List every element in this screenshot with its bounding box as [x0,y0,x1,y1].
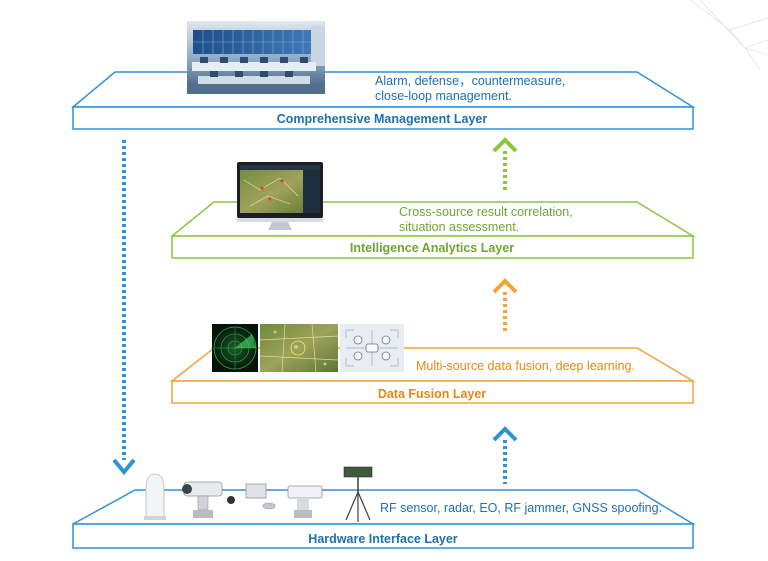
fusion-layer: Multi-source data fusion, deep learning.… [169,323,696,404]
eo-camera [182,481,223,518]
management-desc-line2: close-loop management. [375,89,512,103]
control-room-photo [187,21,325,94]
radar-screen [212,324,258,372]
hardware-layer-label: Hardware Interface Layer [308,532,458,546]
hardware-layer-front-face [72,523,694,549]
management-layer: Alarm, defense，countermeasure, close-loo… [70,21,696,130]
fusion-desc: Multi-source data fusion, deep learning. [416,359,635,373]
jammer-unit [287,485,323,518]
monitor-map-screen [237,162,323,230]
intelligence-layer-label: Intelligence Analytics Layer [350,241,514,255]
intelligence-desc-line2: situation assessment. [399,220,519,234]
dotted-arrow-up-intelligence-to-management [492,137,518,191]
fusion-layer-front-face [171,380,694,404]
drone-targeting [340,324,404,372]
hardware-layer: RF sensor, radar, EO, RF jammer, GNSS sp… [72,466,696,549]
radome-sensor [144,473,166,520]
intelligence-layer-front-face [171,235,694,259]
management-layer-label: Comprehensive Management Layer [277,112,488,126]
intelligence-desc-line1: Cross-source result correlation, [399,205,573,219]
dotted-arrow-up-hardware-to-fusion [492,426,518,484]
feedback-dotted-arrow-down [112,140,136,476]
radar-tripod [343,466,373,522]
dotted-arrow-up-fusion-to-intelligence [492,278,518,332]
satellite-map [259,323,339,373]
corner-decoration [689,0,768,71]
management-desc-line1: Alarm, defense，countermeasure, [375,74,565,88]
fusion-layer-label: Data Fusion Layer [378,387,486,401]
intelligence-layer: Cross-source result correlation, situati… [169,162,696,259]
rf-receiver [227,483,276,510]
management-layer-front-face [72,106,694,130]
hardware-desc: RF sensor, radar, EO, RF jammer, GNSS sp… [380,501,662,515]
